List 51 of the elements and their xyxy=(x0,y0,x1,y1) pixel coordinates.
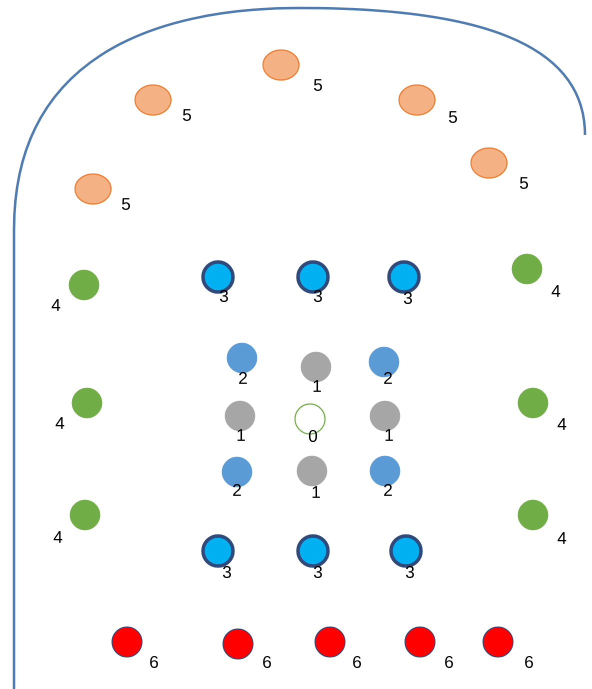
dot xyxy=(70,500,100,530)
dot xyxy=(470,147,508,179)
number-label: 4 xyxy=(52,299,60,311)
number-label: 4 xyxy=(552,285,560,297)
dot xyxy=(112,626,142,658)
dot xyxy=(74,173,112,205)
number-label: 1 xyxy=(312,486,320,498)
number-label: 3 xyxy=(404,292,412,304)
number-label: 4 xyxy=(54,531,62,543)
number-label: 6 xyxy=(445,656,453,668)
number-label: 5 xyxy=(314,79,322,91)
dot xyxy=(134,84,172,116)
number-label: 2 xyxy=(239,372,247,384)
dot xyxy=(296,456,328,486)
dot xyxy=(387,260,421,294)
number-label: 2 xyxy=(233,484,241,496)
number-label: 1 xyxy=(238,429,245,441)
number-label: 5 xyxy=(182,109,191,121)
number-label: 6 xyxy=(525,656,533,668)
dot xyxy=(518,500,548,530)
dot xyxy=(512,254,542,284)
number-label: 3 xyxy=(406,566,414,578)
number-label: 3 xyxy=(222,566,231,578)
number-label: 4 xyxy=(558,532,566,544)
dot xyxy=(262,49,300,81)
dot xyxy=(482,626,514,658)
number-label: 1 xyxy=(314,380,321,392)
dot xyxy=(389,534,423,568)
number-label: 4 xyxy=(558,418,566,430)
number-label: 1 xyxy=(386,429,393,441)
number-label: 6 xyxy=(150,656,158,668)
number-label: 3 xyxy=(314,290,322,302)
number-label: 5 xyxy=(448,111,457,123)
number-label: 3 xyxy=(314,566,322,578)
dot xyxy=(201,534,235,568)
number-label: 5 xyxy=(520,177,528,189)
dot xyxy=(222,628,254,660)
number-label: 6 xyxy=(263,656,271,668)
number-label: 3 xyxy=(220,290,228,302)
dot xyxy=(398,84,436,116)
number-label: 5 xyxy=(122,198,130,210)
dot xyxy=(404,626,436,658)
number-label: 6 xyxy=(353,656,361,668)
dot xyxy=(296,534,330,568)
dot xyxy=(314,626,346,658)
dot xyxy=(72,388,102,418)
dot xyxy=(518,388,548,418)
dot xyxy=(226,342,258,374)
dot xyxy=(68,270,100,300)
number-label: 4 xyxy=(56,417,64,429)
number-label: 2 xyxy=(384,484,392,496)
